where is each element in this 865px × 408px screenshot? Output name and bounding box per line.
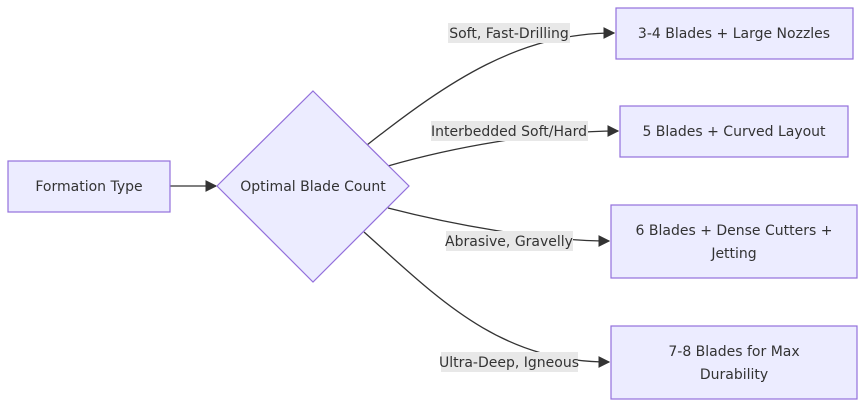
svg-text:Interbedded Soft/Hard: Interbedded Soft/Hard (431, 124, 587, 140)
result-node-2: 5 Blades + Curved Layout (619, 105, 849, 158)
svg-text:Soft, Fast-Drilling: Soft, Fast-Drilling (449, 26, 569, 42)
decision-label: Optimal Blade Count (240, 179, 386, 195)
edge-branch-3 (387, 207, 611, 247)
result-node-1: 3-4 Blades + Large Nozzles (615, 7, 854, 60)
result-node-4: 7-8 Blades for Max Durability (610, 325, 858, 400)
edge-branch-2 (387, 125, 620, 167)
node-formation-type: Formation Type (7, 160, 171, 213)
result-node-3: 6 Blades + Dense Cutters + Jetting (610, 204, 858, 279)
edge-label-2: Interbedded Soft/Hard (431, 121, 588, 141)
svg-text:Durability: Durability (700, 367, 768, 383)
edge-label-1: Soft, Fast-Drilling (448, 23, 570, 43)
decision-optimal-blade-count: Optimal Blade Count (216, 90, 410, 283)
svg-text:7-8 Blades for Max: 7-8 Blades for Max (668, 344, 799, 360)
edge-label-4: Ultra-Deep, Igneous (439, 352, 579, 372)
svg-text:Abrasive, Gravelly: Abrasive, Gravelly (445, 234, 573, 250)
edge-label-3: Abrasive, Gravelly (445, 231, 573, 251)
svg-text:3-4 Blades + Large Nozzles: 3-4 Blades + Large Nozzles (638, 26, 830, 42)
svg-text:6 Blades + Dense Cutters +: 6 Blades + Dense Cutters + (636, 223, 833, 239)
svg-text:Jetting: Jetting (710, 246, 756, 262)
svg-text:Ultra-Deep, Igneous: Ultra-Deep, Igneous (439, 355, 579, 371)
node-formation-type-label: Formation Type (35, 179, 142, 195)
edge-branch-4 (363, 231, 611, 368)
edge-branch-1 (366, 27, 616, 146)
svg-text:5 Blades + Curved Layout: 5 Blades + Curved Layout (642, 124, 826, 140)
